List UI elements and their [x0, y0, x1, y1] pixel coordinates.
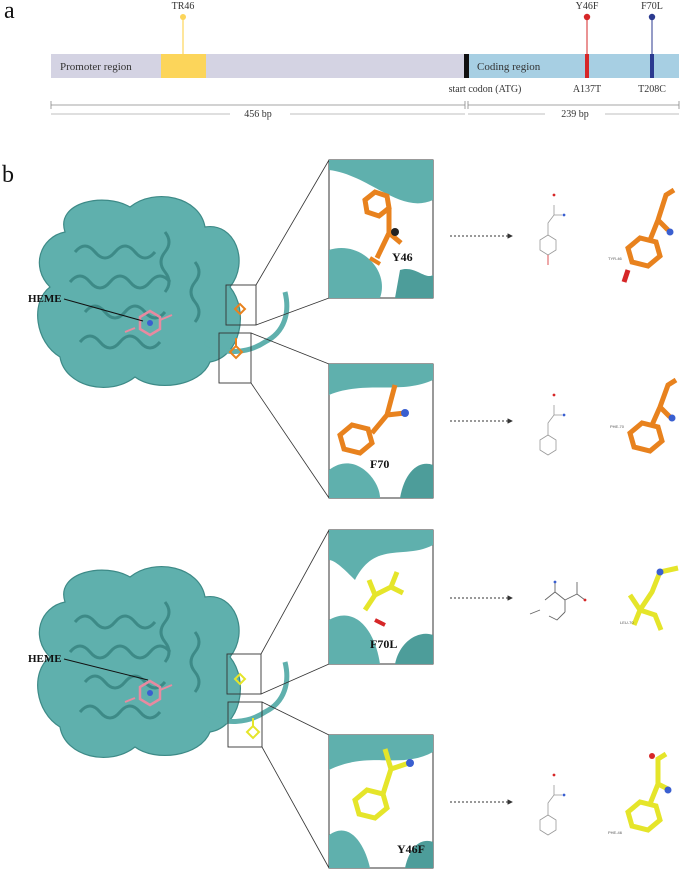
stick-model-tyr46: TYR-46 — [608, 187, 676, 283]
panel-b-letter: b — [2, 162, 14, 188]
residue-label-f70: F70 — [370, 457, 389, 471]
panel-a: a TR46 Promoter region Coding region sta… — [4, 0, 680, 120]
heme-pointer-mut — [63, 658, 149, 681]
mut-residue-y46f-small — [245, 718, 261, 740]
stick-label-phe70: PHE-70 — [610, 424, 625, 429]
promoter-length-bracket: 456 bp — [50, 101, 466, 120]
zoom-box-f70-wt — [218, 332, 252, 384]
chem-structure-tyr46 — [539, 193, 566, 265]
residue-label-y46f: Y46F — [397, 842, 425, 856]
coding-length-label: 239 bp — [561, 109, 589, 120]
zoom-box-f70l-mut — [226, 653, 262, 695]
mutant-protein — [38, 567, 287, 758]
promoter-region-label: Promoter region — [60, 61, 132, 73]
f70l-site — [650, 54, 654, 78]
start-codon-marker — [464, 54, 469, 78]
stick-model-phe46: PHE-46 — [608, 751, 672, 835]
tr46-pin-icon — [180, 14, 186, 20]
wild-type-protein — [38, 197, 287, 388]
heme-group-wt — [124, 309, 173, 337]
a137t-label: A137T — [573, 84, 601, 95]
heme-label-wt: HEME — [28, 293, 62, 305]
t208c-label: T208C — [638, 84, 666, 95]
stick-model-leu70: LEU-70 — [620, 565, 679, 631]
inset-y46f: Y46F — [328, 734, 434, 869]
chem-structure-phe46 — [539, 773, 566, 836]
residue-label-f70l: F70L — [370, 637, 397, 651]
stick-label-phe46: PHE-46 — [608, 830, 623, 835]
inset-f70: F70 — [328, 363, 434, 499]
y46f-label: Y46F — [576, 1, 599, 12]
stick-model-phe70: PHE-70 — [610, 377, 678, 454]
tr46-label: TR46 — [172, 1, 195, 12]
wt-residue-f70-small — [228, 338, 244, 360]
heme-group-mut — [124, 679, 173, 707]
start-codon-label: start codon (ATG) — [449, 84, 522, 95]
stick-label-tyr46: TYR-46 — [608, 256, 623, 261]
coding-length-bracket: 239 bp — [467, 101, 680, 120]
y46f-ring — [352, 787, 390, 821]
protein-structure-wt — [38, 197, 287, 388]
panel-a-letter: a — [4, 0, 15, 24]
stick-label-leu70: LEU-70 — [620, 620, 634, 625]
promoter-length-label: 456 bp — [244, 109, 272, 120]
mutation-marker-f70l: F70L T208C — [638, 1, 666, 95]
inset-y46: Y46 — [328, 159, 434, 299]
zoom-box-y46f-mut — [227, 701, 263, 748]
f70l-label: F70L — [641, 1, 663, 12]
mutation-marker-y46f: Y46F A137T — [573, 1, 601, 95]
coding-region-bar — [467, 54, 679, 78]
inset-f70l: F70L — [328, 529, 434, 665]
heme-label-mut: HEME — [28, 653, 62, 665]
promoter-region-bar — [51, 54, 467, 78]
f70l-sidechain — [362, 571, 405, 612]
coding-region-label: Coding region — [477, 61, 541, 73]
chem-structure-phe70 — [539, 393, 566, 456]
residue-label-y46: Y46 — [392, 250, 413, 264]
heme-pointer-wt — [63, 298, 144, 322]
tr46-region — [161, 54, 206, 78]
f70-ring — [337, 422, 375, 456]
wt-residue-y46-small — [233, 302, 247, 316]
mut-residue-f70l-small — [233, 672, 247, 686]
zoom-box-y46-wt — [225, 284, 257, 326]
chem-structure-leu70 — [529, 580, 587, 621]
y46f-site — [585, 54, 589, 78]
f70l-pin-icon — [648, 13, 656, 21]
y46f-pin-icon — [583, 13, 591, 21]
